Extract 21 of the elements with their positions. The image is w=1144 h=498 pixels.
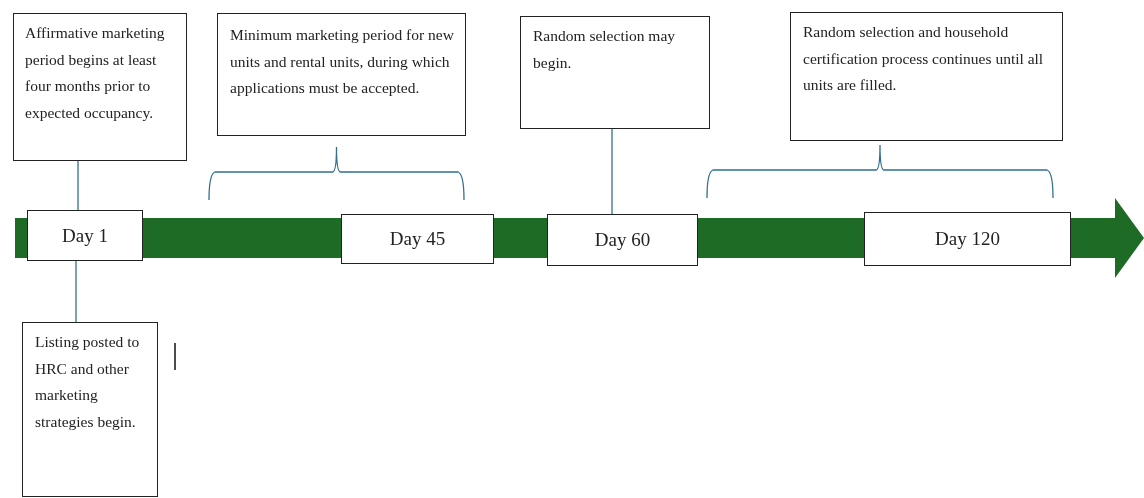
note-box bbox=[22, 322, 158, 497]
day-label: Day 45 bbox=[389, 228, 446, 250]
day-box bbox=[341, 214, 494, 264]
leader-line bbox=[611, 128, 613, 215]
day-label: Day 1 bbox=[62, 224, 108, 247]
day-box bbox=[547, 214, 698, 266]
day-label: Day 120 bbox=[935, 228, 1000, 250]
note-text: Random selection may begin. bbox=[533, 27, 676, 71]
leader-line bbox=[77, 160, 79, 211]
day-box bbox=[864, 212, 1071, 266]
note-box bbox=[790, 12, 1063, 141]
note-text: Random selection and household certification process continues until all units are filled. bbox=[803, 23, 1044, 94]
note-text: Listing posted to HRC and other marketing strategies begin. bbox=[35, 333, 140, 430]
note-box bbox=[217, 13, 466, 136]
day-label: Day 60 bbox=[594, 229, 651, 251]
note-box bbox=[520, 16, 710, 129]
day-box bbox=[27, 210, 143, 261]
leader-line bbox=[75, 260, 77, 323]
note-box bbox=[13, 13, 187, 161]
note-text: Minimum marketing period for new units and rental units, during which applications must be accepted. bbox=[230, 26, 454, 97]
note-text: Affirmative marketing period begins at least four months prior to expected occupancy. bbox=[25, 24, 165, 121]
